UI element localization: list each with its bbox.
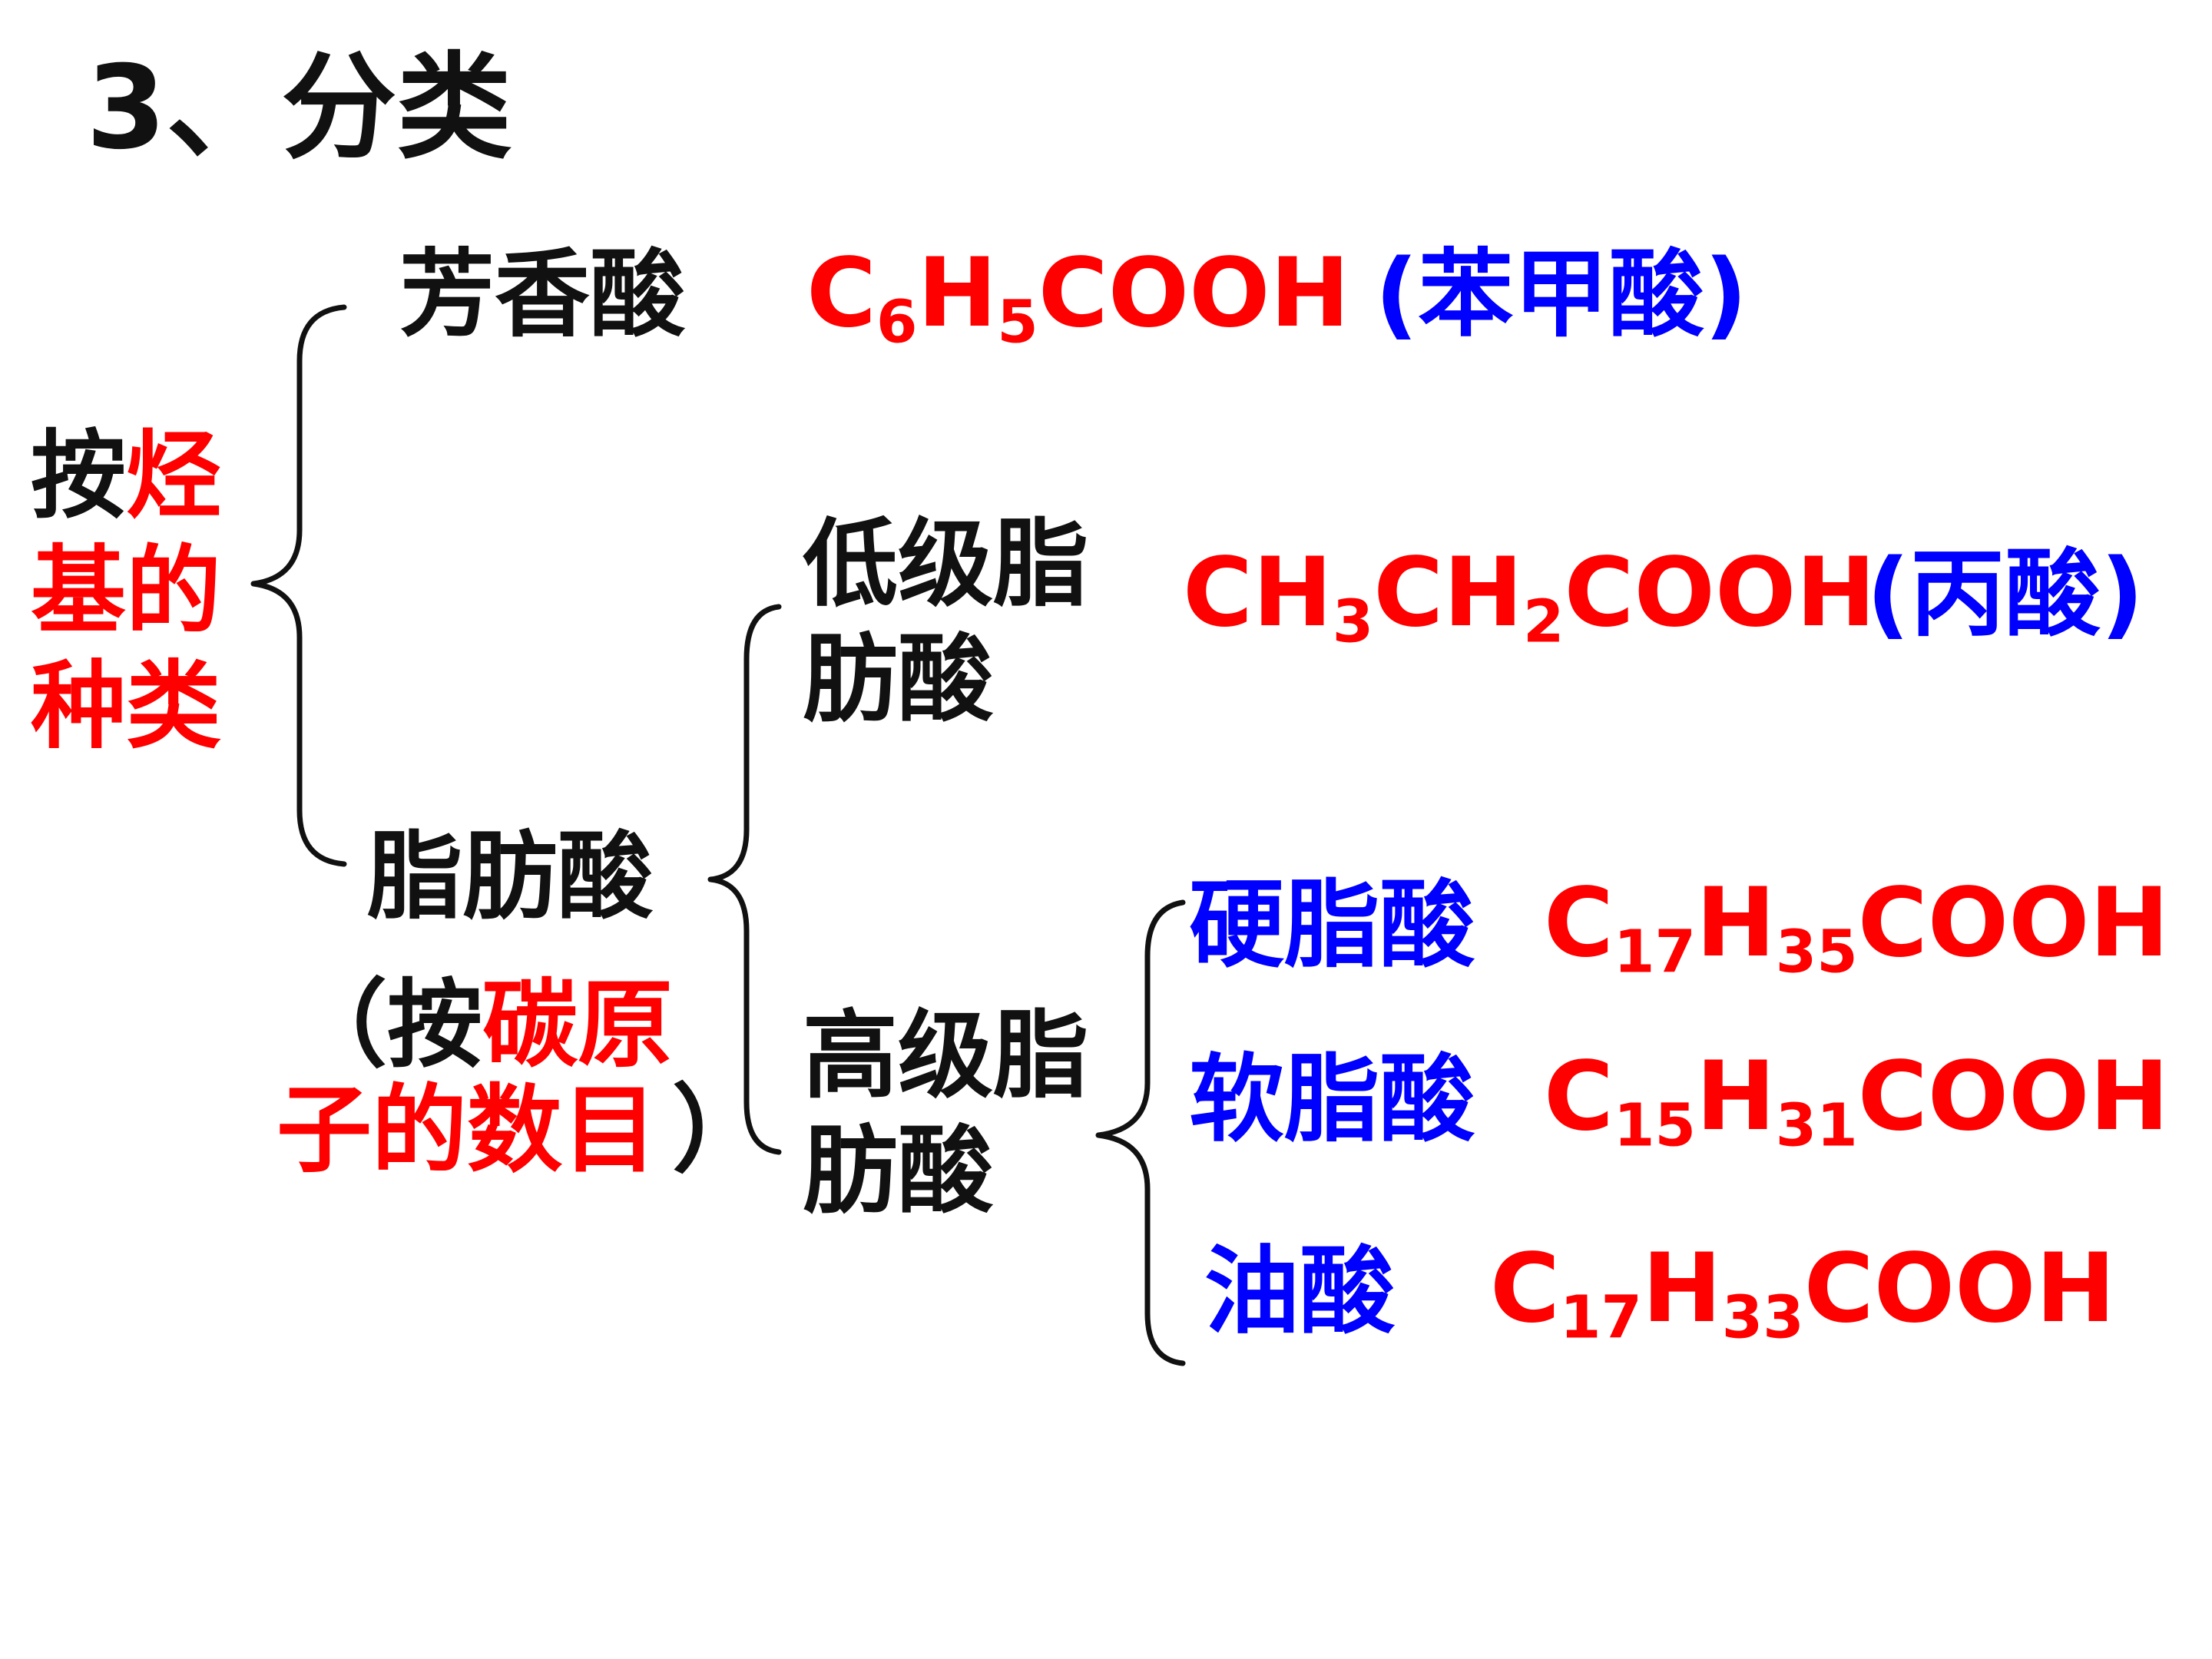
lower-fatty-acid-label: 低级脂 肪酸 (803, 509, 1089, 735)
aromatic-acid-label: 芳香酸 (399, 240, 686, 350)
higher-fatty-acid-label: 高级脂 肪酸 (803, 1001, 1089, 1227)
acid-name: 硬脂酸 (1189, 870, 1475, 981)
root-brace (250, 304, 347, 867)
root-label: 按烃 基的 种类 (31, 419, 221, 764)
root-label-hydrocarbon: 烃 (126, 421, 222, 531)
acid-formula: C17H35COOH (1544, 868, 2170, 987)
acid-name: 油酸 (1204, 1237, 1396, 1347)
fatty-acid-note-close: ） (672, 1075, 768, 1186)
root-label-by: 按 (31, 421, 127, 531)
page-title: 3、分类 (86, 41, 512, 175)
aromatic-acid-formula: C6H5COOH (806, 238, 1350, 357)
higher-brace (1095, 899, 1186, 1366)
fatty-acid-note-line2: 子的数目 (276, 1075, 658, 1186)
aromatic-acid-example: (苯甲酸) (1375, 240, 1748, 350)
fatty-brace (707, 604, 782, 1155)
root-label-line3: 种类 (31, 651, 222, 762)
lower-fatty-acid-example: (丙酸) (1866, 539, 2144, 650)
lower-fatty-acid-formula: CH3CH2COOH (1183, 538, 1876, 657)
acid-name: 软脂酸 (1189, 1045, 1475, 1155)
fatty-acid-label: 脂肪酸 (367, 822, 654, 932)
root-label-line2: 基的 (31, 536, 222, 647)
fatty-acid-note: （按碳原 (292, 970, 674, 1081)
acid-formula: C15H31COOH (1544, 1041, 2170, 1161)
acid-formula: C17H33COOH (1490, 1233, 2116, 1353)
